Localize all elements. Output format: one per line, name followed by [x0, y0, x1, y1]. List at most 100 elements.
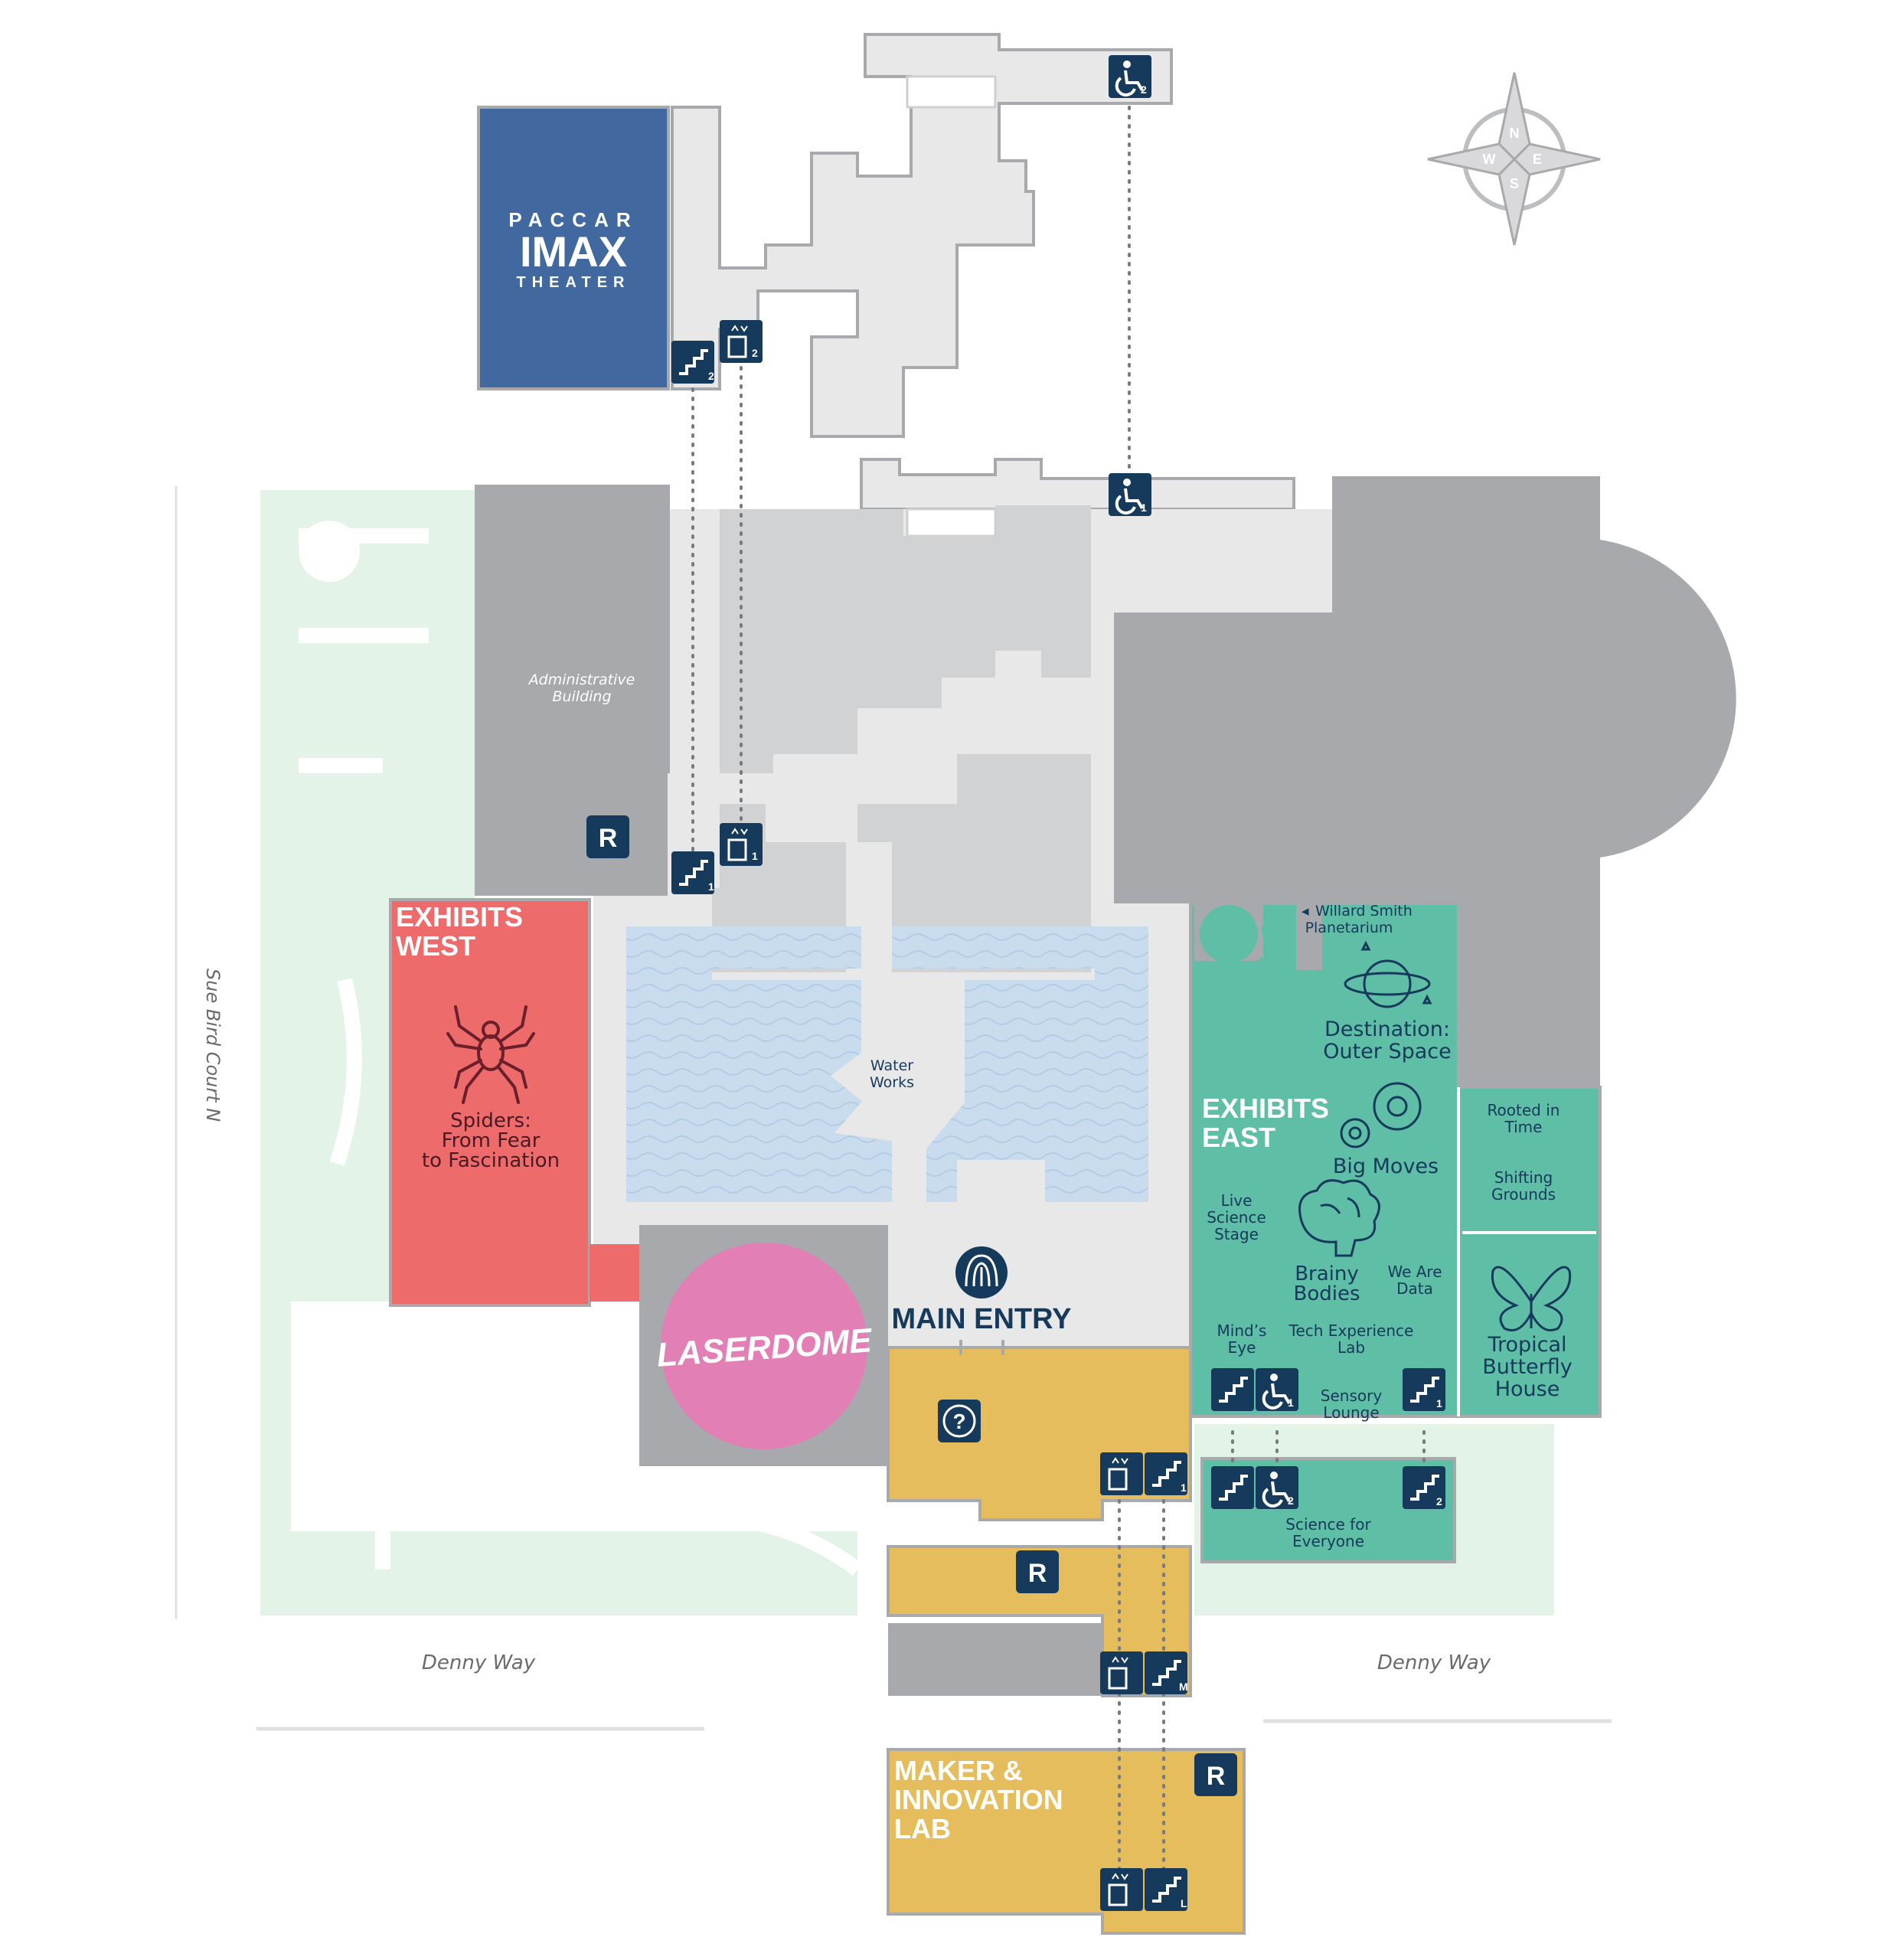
stairs-icon[interactable]: 1: [1403, 1368, 1445, 1411]
butterfly-line1: Tropical: [1487, 1333, 1566, 1357]
restroom-icon[interactable]: R: [586, 815, 629, 858]
exhibits-west[interactable]: EXHIBITS WEST Spiders: From Fear to Fasc…: [389, 898, 639, 1307]
planetarium-line1: Willard Smith: [1315, 903, 1413, 920]
imax-line3: THEATER: [517, 274, 631, 291]
compass-n: N: [1510, 126, 1520, 141]
stairs-level: M: [1179, 1681, 1188, 1693]
elevator-icon[interactable]: [1100, 1452, 1143, 1495]
maker-line3: LAB: [894, 1813, 951, 1844]
restroom-letter: R: [1028, 1559, 1047, 1588]
stairs-level: 2: [708, 370, 714, 382]
water-works-pool: [626, 926, 1148, 1202]
exhibits-east-title-2: EAST: [1202, 1122, 1275, 1153]
tech-line2: Lab: [1337, 1338, 1365, 1357]
compass-w: W: [1483, 152, 1496, 167]
brain-icon: [1298, 1179, 1380, 1257]
live-line1: Live: [1221, 1191, 1253, 1210]
maker-line2: INNOVATION: [894, 1784, 1063, 1815]
butterfly-icon: [1491, 1266, 1572, 1331]
brainy-line2: Bodies: [1293, 1282, 1360, 1305]
space-line2: Outer Space: [1323, 1040, 1452, 1063]
big-moves-label: Big Moves: [1333, 1155, 1439, 1178]
data-line2: Data: [1396, 1279, 1433, 1298]
elevator-icon[interactable]: [1100, 1868, 1143, 1911]
admin-line2: Building: [552, 688, 611, 705]
shifting-line1: Shifting: [1494, 1168, 1553, 1187]
accessible-route-icon[interactable]: 1: [1256, 1368, 1298, 1411]
accessible-level: 2: [1141, 83, 1147, 96]
laserdome[interactable]: LASERDOME: [655, 1243, 874, 1449]
science-line1: Science for: [1285, 1515, 1371, 1534]
spiders-line1: Spiders:: [450, 1109, 531, 1132]
elevator-icon[interactable]: 1: [720, 823, 763, 866]
accessible-route-icon[interactable]: 2: [1109, 55, 1151, 98]
maker-innovation-lab[interactable]: MAKER & INNOVATION LAB: [887, 1748, 1246, 1935]
accessible-level: 1: [1288, 1396, 1294, 1409]
stairs-level: L: [1181, 1897, 1187, 1909]
street-west-label: Sue Bird Court N: [202, 969, 224, 1122]
planetarium-line2: Planetarium: [1305, 920, 1393, 936]
sensory-line2: Lounge: [1323, 1403, 1379, 1422]
accessible-route-icon[interactable]: 2: [1256, 1466, 1298, 1509]
restroom-letter: R: [599, 824, 618, 853]
elevator-level: 2: [752, 347, 758, 359]
stairs-icon[interactable]: 2: [671, 341, 714, 384]
imax-line2: IMAX: [520, 227, 627, 276]
live-line2: Science: [1207, 1208, 1266, 1227]
main-entry-icon: [955, 1246, 1008, 1298]
gears-icon: [1340, 1082, 1422, 1148]
science-line2: Everyone: [1292, 1532, 1364, 1550]
imax-line1: PACCAR: [508, 208, 638, 231]
elevator-level: 1: [752, 850, 758, 862]
green-space-paths: [291, 528, 862, 1576]
stairs-icon[interactable]: 1: [1145, 1452, 1187, 1495]
accessible-level: 1: [1141, 501, 1147, 514]
stairs-icon[interactable]: 2: [1403, 1466, 1445, 1509]
compass-rose[interactable]: N E S W: [1427, 72, 1601, 246]
tech-line1: Tech Experience: [1288, 1321, 1414, 1340]
main-entry-label: MAIN ENTRY: [891, 1303, 1071, 1335]
stairs-level: 2: [1436, 1495, 1442, 1508]
accessible-route-icon[interactable]: 1: [1109, 473, 1151, 516]
butterfly-line2: Butterfly: [1482, 1355, 1573, 1379]
compass-s: S: [1510, 176, 1519, 191]
water-line1: Water: [870, 1057, 913, 1074]
stair-openings: [906, 75, 997, 537]
accessible-level: 2: [1288, 1494, 1294, 1507]
stairs-icon[interactable]: [1211, 1368, 1254, 1411]
planetarium-arrow: ◂: [1302, 903, 1309, 920]
info-desk-icon[interactable]: ?: [938, 1400, 981, 1442]
stairs-icon[interactable]: M: [1145, 1651, 1188, 1694]
stairs-icon[interactable]: [1211, 1466, 1254, 1509]
exhibits-east-title-1: EXHIBITS: [1202, 1093, 1329, 1124]
restroom-icon[interactable]: R: [1194, 1753, 1237, 1796]
compass-e: E: [1533, 152, 1542, 167]
shifting-line2: Grounds: [1491, 1185, 1556, 1204]
elevator-icon[interactable]: 2: [720, 320, 763, 363]
sensory-line1: Sensory: [1321, 1387, 1383, 1405]
street-south-east-label: Denny Way: [1377, 1651, 1491, 1674]
rooted-line1: Rooted in: [1488, 1101, 1560, 1119]
admin-line1: Administrative: [527, 671, 635, 688]
exhibits-west-title-1: EXHIBITS: [396, 901, 523, 933]
water-line2: Works: [870, 1074, 914, 1091]
stairs-icon[interactable]: L: [1145, 1868, 1187, 1911]
planet-icon: [1344, 940, 1432, 1008]
street-south-west-label: Denny Way: [422, 1651, 536, 1674]
imax-theater: PACCAR IMAX THEATER: [477, 106, 670, 390]
stairs-icon[interactable]: 1: [671, 851, 714, 894]
restroom-letter: R: [1207, 1762, 1226, 1791]
vertical-connections: [691, 106, 1426, 1877]
butterfly-line3: House: [1495, 1377, 1560, 1401]
exhibits-west-title-2: WEST: [396, 930, 475, 962]
info-glyph: ?: [952, 1410, 965, 1433]
elevator-icon[interactable]: [1100, 1651, 1143, 1694]
spiders-line3: to Fascination: [422, 1149, 560, 1172]
restroom-icon[interactable]: R: [1016, 1550, 1059, 1593]
maker-line1: MAKER &: [894, 1755, 1023, 1786]
live-line3: Stage: [1214, 1225, 1259, 1243]
stairs-level: 1: [1436, 1397, 1442, 1410]
exhibits-east[interactable]: EXHIBITS EAST ◂ Willard Smith Planetariu…: [1189, 902, 1602, 1563]
stairs-level: 1: [1181, 1481, 1187, 1494]
